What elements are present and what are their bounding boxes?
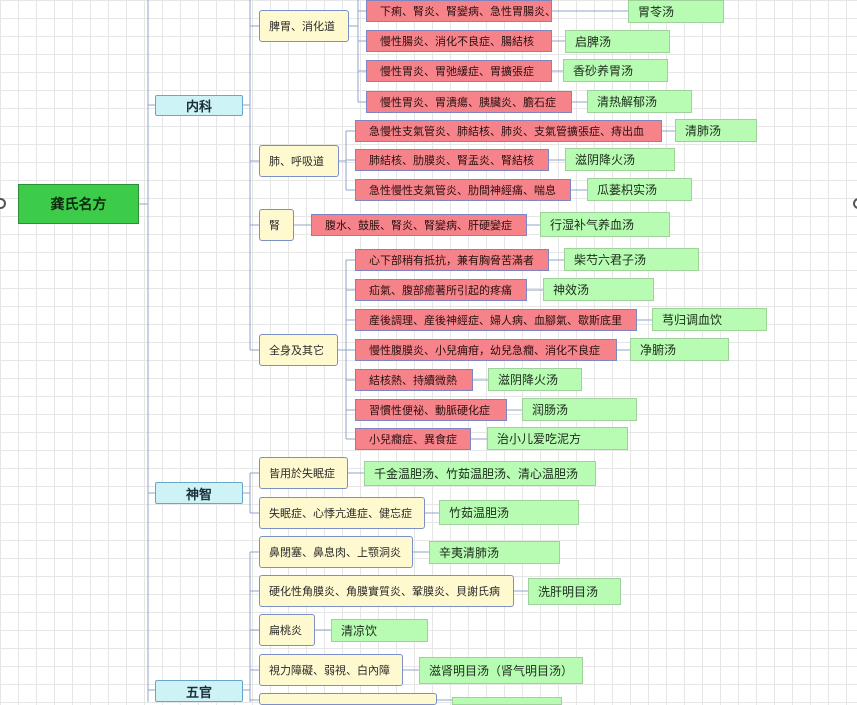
system-fei[interactable]: 肺、呼吸道 (259, 145, 339, 177)
formula-q2[interactable]: 神效汤 (543, 278, 654, 301)
category-shenzhi[interactable]: 神智 (155, 482, 243, 504)
formula-q6[interactable]: 润肠汤 (522, 398, 637, 421)
symptom-pw1[interactable]: 下痢、腎炎、腎變病、急性胃腸炎、腹痛下痢 (366, 0, 552, 22)
symptom-pw3[interactable]: 慢性胃炎、胃弛緩症、胃擴張症 (366, 60, 552, 82)
symptom-q2[interactable]: 疝氣、腹部癒著所引起的疼痛 (355, 279, 527, 301)
formula-pw1[interactable]: 胃苓汤 (628, 0, 724, 23)
symptom-f2[interactable]: 肺結核、肋膜炎、腎盂炎、腎結核 (355, 149, 549, 171)
formula-q5[interactable]: 滋阴降火汤 (488, 368, 582, 391)
formula-pw4[interactable]: 清热解郁汤 (587, 90, 692, 113)
root-node[interactable]: 龚氏名方 (18, 184, 139, 224)
category-wuguan[interactable]: 五官 (155, 680, 243, 702)
system-cutoff[interactable] (259, 693, 437, 705)
symptom-q6[interactable]: 習慣性便祕、動脈硬化症 (355, 399, 507, 421)
expand-left-handle[interactable] (0, 198, 6, 209)
formula-q3[interactable]: 芎归调血饮 (652, 308, 767, 331)
symptom-pw4[interactable]: 慢性胃炎、胃潰瘍、胰臟炎、膽石症 (366, 91, 572, 113)
formula-pw3[interactable]: 香砂养胃汤 (563, 59, 668, 82)
system-shimian-1[interactable]: 皆用於失眠症 (259, 457, 348, 489)
system-shili[interactable]: 視力障礙、弱視、白內障 (259, 654, 403, 686)
formula-f2[interactable]: 滋阴降火汤 (565, 148, 675, 171)
formula-sm1[interactable]: 千金温胆汤、竹茹温胆汤、清心温胆汤 (364, 461, 596, 486)
system-shimian-2[interactable]: 失眠症、心悸亢進症、健忘症 (259, 497, 425, 529)
symptom-q7[interactable]: 小兒癇症、異食症 (355, 428, 471, 450)
symptom-q4[interactable]: 慢性腹膜炎、小兒痈疳，幼兒急癇、消化不良症 (355, 339, 617, 361)
symptom-q5[interactable]: 結核熱、持續微熱 (355, 369, 473, 391)
symptom-q1[interactable]: 心下部稍有抵抗，兼有胸脅苦滿者 (355, 249, 549, 271)
formula-bian[interactable]: 清凉饮 (331, 619, 428, 642)
formula-bi[interactable]: 辛夷清肺汤 (429, 541, 560, 564)
system-yan[interactable]: 硬化性角膜炎、角膜實質炎、鞏膜炎、貝謝氏病 (259, 575, 514, 607)
formula-cutoff[interactable] (452, 697, 562, 705)
formula-q4[interactable]: 净腑汤 (630, 338, 729, 361)
formula-sm2[interactable]: 竹茹温胆汤 (439, 500, 579, 525)
formula-s1[interactable]: 行湿补气养血汤 (540, 212, 670, 237)
formula-yan[interactable]: 洗肝明目汤 (528, 578, 621, 605)
formula-f3[interactable]: 瓜蒌枳实汤 (587, 178, 692, 201)
formula-q1[interactable]: 柴芍六君子汤 (564, 248, 699, 271)
symptom-f3[interactable]: 急性慢性支氣管炎、肋間神經痛、喘息 (355, 179, 571, 201)
formula-shili[interactable]: 滋肾明目汤（肾气明目汤） (419, 657, 583, 684)
category-neike[interactable]: 内科 (155, 95, 243, 116)
symptom-s1[interactable]: 腹水、鼓脹、腎炎、腎變病、肝硬變症 (311, 214, 527, 236)
system-bian[interactable]: 扁桃炎 (259, 614, 315, 646)
symptom-q3[interactable]: 産後調理、産後神經症、婦人病、血腳氣、歇斯底里 (355, 309, 637, 331)
system-quanshen[interactable]: 全身及其它 (259, 334, 338, 366)
formula-pw2[interactable]: 启脾汤 (565, 30, 670, 53)
symptom-f1[interactable]: 急慢性支氣管炎、肺結核、肺炎、支氣管擴張症、痔出血 (355, 120, 662, 142)
system-bi[interactable]: 鼻閉塞、鼻息肉、上颚洞炎 (259, 536, 413, 568)
formula-q7[interactable]: 治小儿爱吃泥方 (487, 427, 628, 450)
expand-right-handle[interactable] (853, 198, 857, 209)
system-piwei[interactable]: 脾胃、消化道 (259, 10, 349, 42)
system-shen[interactable]: 腎 (259, 209, 294, 241)
formula-f1[interactable]: 清肺汤 (675, 119, 757, 142)
symptom-pw2[interactable]: 慢性腸炎、消化不良症、腸結核 (366, 30, 552, 52)
